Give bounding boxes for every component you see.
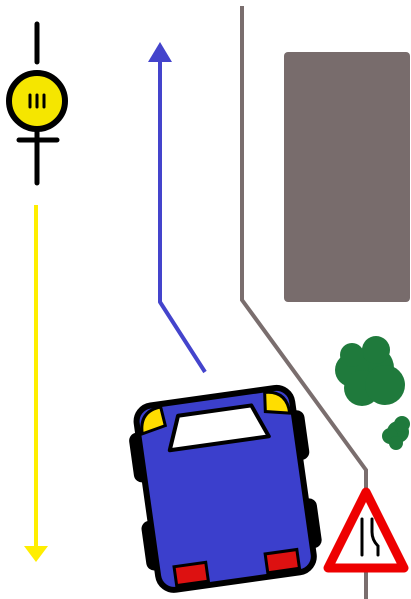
car-windshield bbox=[167, 403, 271, 453]
tree-small bbox=[382, 416, 410, 450]
car-taillight-left bbox=[172, 560, 211, 588]
pedestrian-signal bbox=[6, 21, 68, 186]
car-top-view-icon bbox=[129, 384, 322, 593]
tree-large bbox=[335, 336, 405, 406]
car-headlight-right bbox=[263, 390, 292, 415]
building bbox=[284, 52, 410, 302]
car-headlight-left bbox=[140, 405, 168, 436]
road-narrows-warning-sign bbox=[323, 487, 409, 573]
pedestrian-path-arrow bbox=[24, 205, 48, 562]
vehicle-path-arrow bbox=[148, 42, 207, 374]
car-taillight-right bbox=[263, 547, 302, 575]
road-narrows-right-icon bbox=[360, 517, 380, 557]
signal-indicator-bars bbox=[28, 93, 46, 109]
